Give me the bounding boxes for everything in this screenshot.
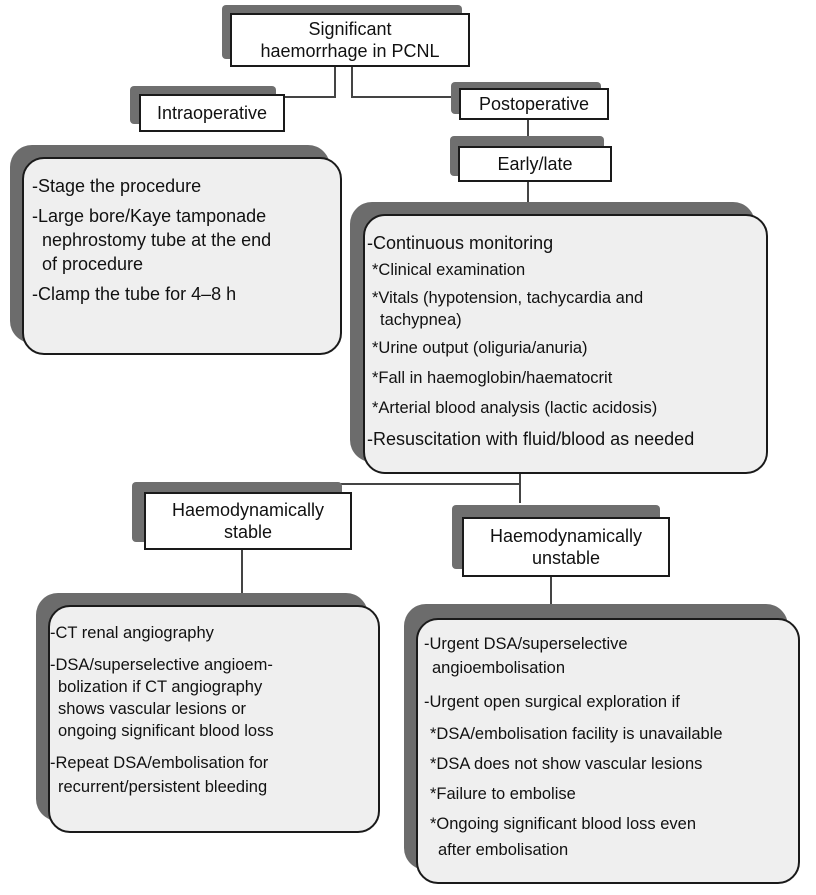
- intraoperative-item-1: -Stage the procedure: [32, 176, 202, 196]
- intraoperative-item-4: of procedure: [42, 254, 144, 274]
- root-line-1: Significant: [308, 19, 392, 39]
- monitoring-item-5: *Urine output (oliguria/anuria): [372, 339, 588, 357]
- monitoring-panel: -Continuous monitoring *Clinical examina…: [350, 202, 768, 474]
- monitoring-item-7: *Arterial blood analysis (lactic acidosi…: [372, 399, 658, 417]
- intraoperative-item-2: -Large bore/Kaye tamponade: [32, 206, 267, 226]
- unstable-line-1: Haemodynamically: [489, 526, 643, 546]
- intraoperative-node: Intraoperative: [130, 86, 285, 132]
- monitoring-item-2: *Clinical examination: [372, 261, 526, 279]
- root-line-2: haemorrhage in PCNL: [260, 41, 440, 61]
- unstable-line-2: unstable: [531, 548, 601, 568]
- unstable-item-7: *Ongoing significant blood loss even: [430, 815, 697, 833]
- stable-line-2: stable: [223, 522, 273, 542]
- unstable-item-5: *DSA does not show vascular lesions: [430, 755, 703, 773]
- stable-item-7: recurrent/persistent bleeding: [58, 778, 268, 796]
- monitoring-item-6: *Fall in haemoglobin/haematocrit: [372, 369, 613, 387]
- unstable-item-2: angioembolisation: [432, 659, 566, 677]
- early-late-node: Early/late: [450, 136, 612, 184]
- unstable-item-4: *DSA/embolisation facility is unavailabl…: [430, 725, 723, 743]
- monitoring-item-4: tachypnea): [380, 311, 462, 329]
- unstable-item-6: *Failure to embolise: [430, 785, 576, 803]
- stable-item-6: -Repeat DSA/embolisation for: [50, 754, 269, 772]
- monitoring-item-3: *Vitals (hypotension, tachycardia and: [372, 289, 644, 307]
- early-late-label: Early/late: [497, 154, 573, 174]
- unstable-panel: -Urgent DSA/superselective angioembolisa…: [404, 604, 802, 884]
- stable-item-2: -DSA/superselective angioem-: [50, 656, 273, 674]
- monitoring-item-8: -Resuscitation with fluid/blood as neede…: [367, 429, 695, 449]
- unstable-item-1: -Urgent DSA/superselective: [424, 635, 628, 653]
- stable-item-5: ongoing significant blood loss: [58, 722, 274, 740]
- stable-node: Haemodynamically stable: [132, 482, 352, 550]
- postoperative-node: Postoperative: [451, 82, 609, 120]
- intraoperative-panel: -Stage the procedure -Large bore/Kaye ta…: [10, 145, 342, 355]
- stable-item-1: -CT renal angiography: [50, 624, 214, 642]
- stable-line-1: Haemodynamically: [171, 500, 325, 520]
- unstable-node: Haemodynamically unstable: [452, 505, 670, 577]
- intraoperative-label: Intraoperative: [156, 103, 268, 123]
- connector-root-postoperative: [351, 64, 455, 98]
- stable-panel: -CT renal angiography -DSA/superselectiv…: [36, 593, 380, 833]
- stable-item-4: shows vascular lesions or: [58, 700, 246, 718]
- unstable-item-3: -Urgent open surgical exploration if: [424, 693, 680, 711]
- unstable-item-8: after embolisation: [438, 841, 569, 859]
- intraoperative-item-3: nephrostomy tube at the end: [42, 230, 272, 250]
- intraoperative-item-5: -Clamp the tube for 4–8 h: [32, 284, 237, 304]
- connector-root-intraoperative: [263, 64, 336, 98]
- stable-item-3: bolization if CT angiography: [58, 678, 263, 696]
- postoperative-label: Postoperative: [478, 94, 590, 114]
- root-node: Significant haemorrhage in PCNL: [222, 5, 470, 67]
- monitoring-item-1: -Continuous monitoring: [367, 233, 554, 253]
